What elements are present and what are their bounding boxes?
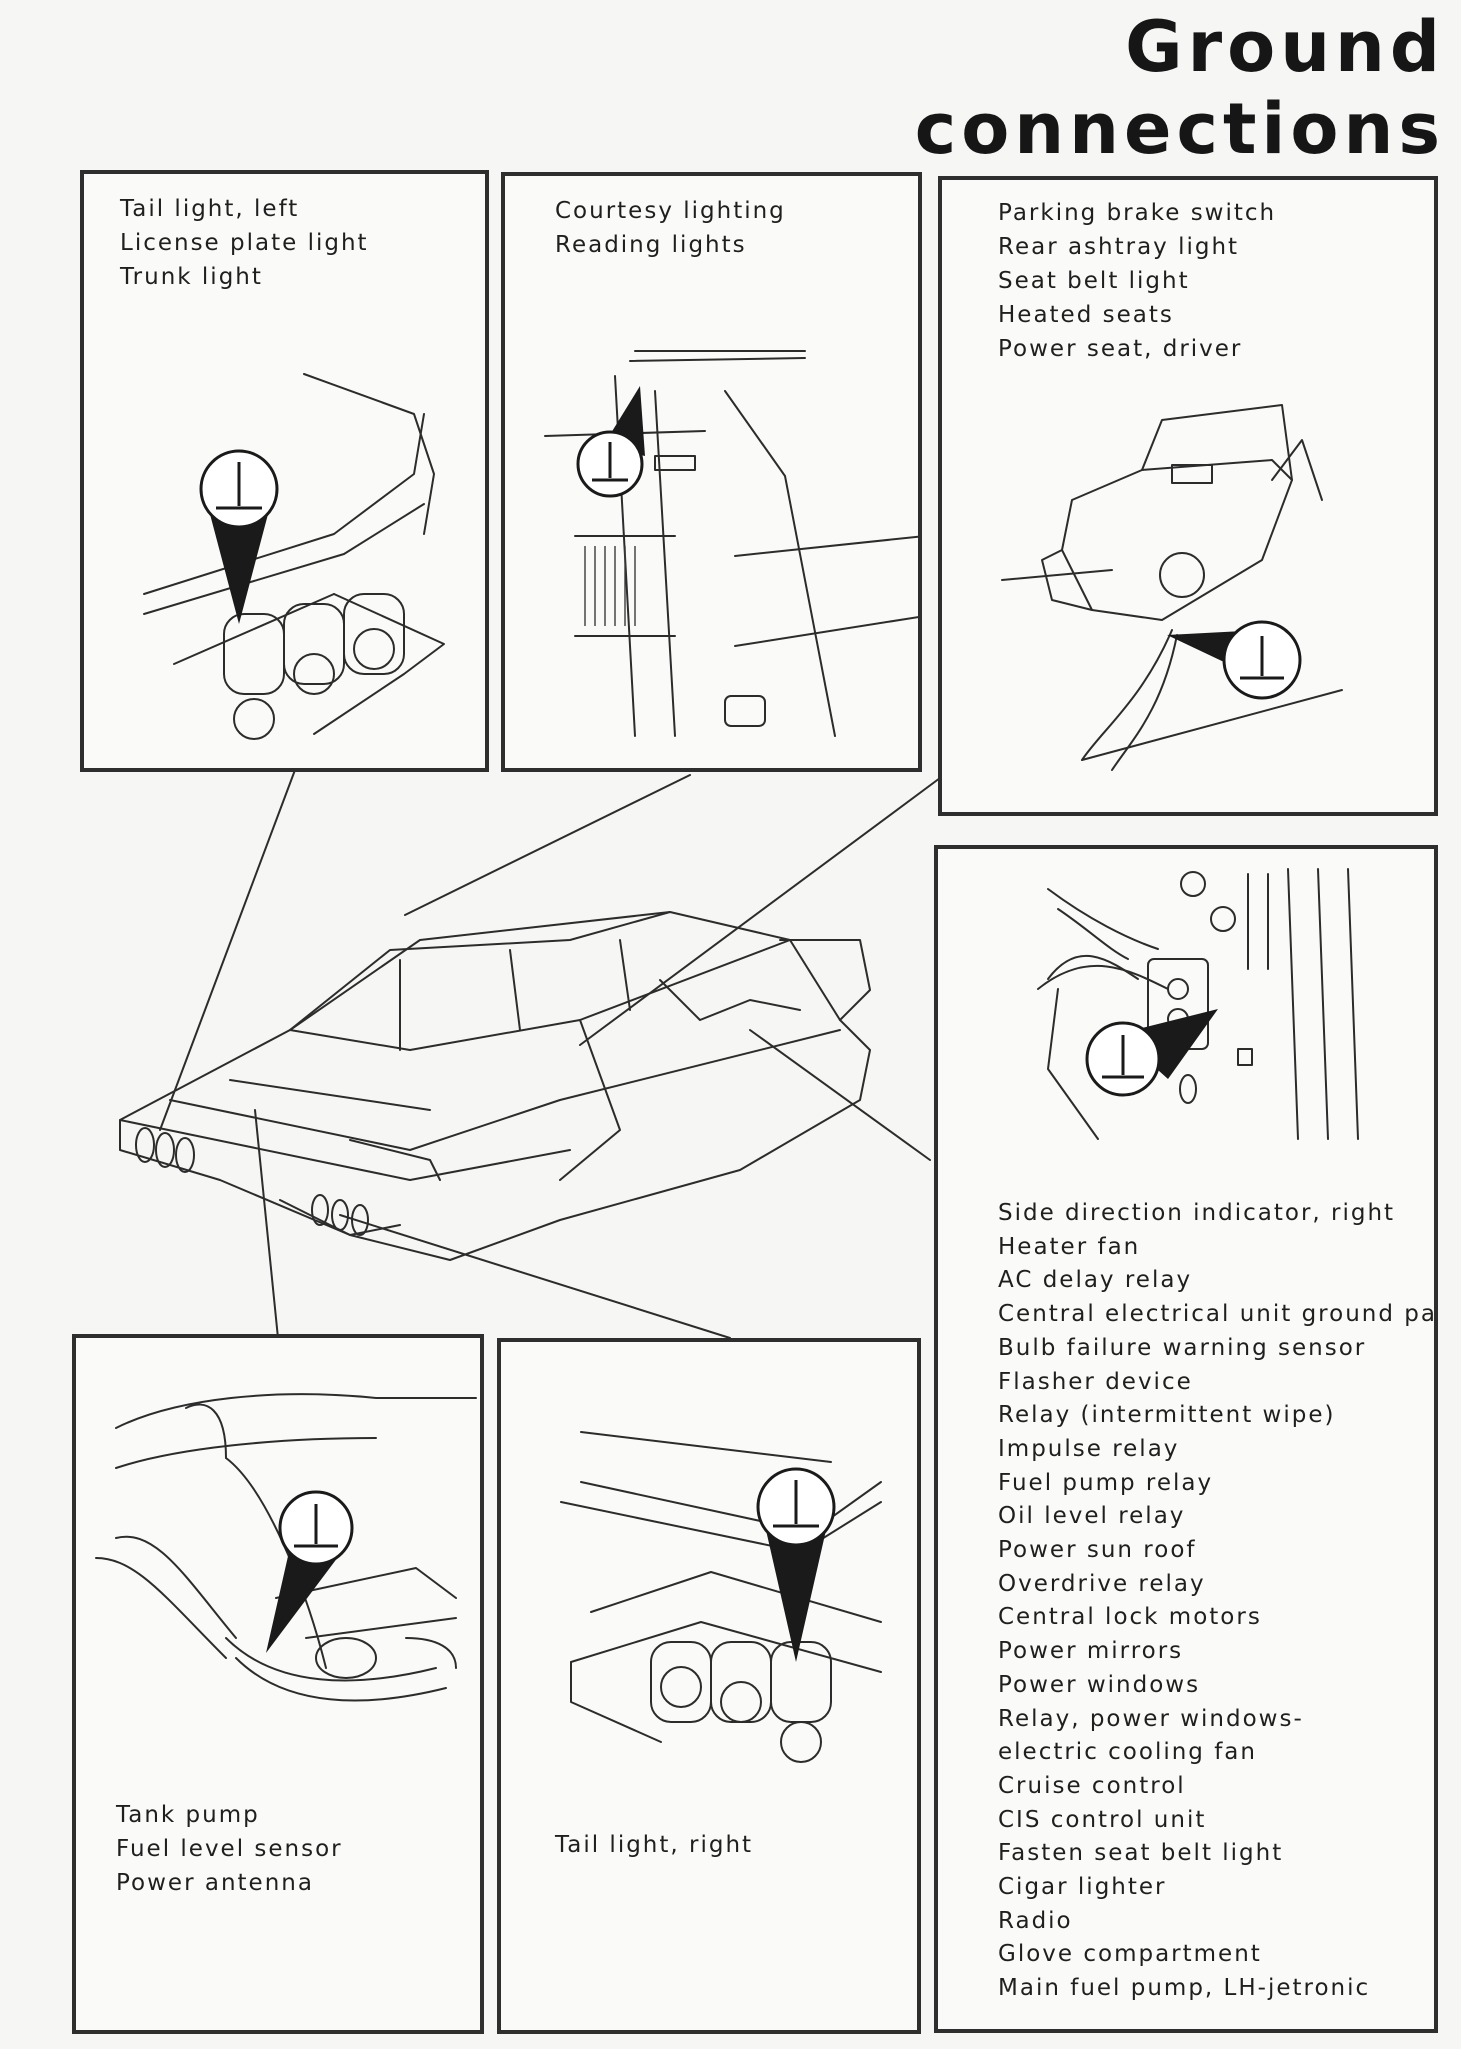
ground-symbol-icon (576, 386, 645, 498)
panel-tail-light-right: Tail light, right (497, 1338, 921, 2034)
panel-parking-brake-switch: Parking brake switch Rear ashtray light … (938, 176, 1438, 816)
label-item: Oil level relay (998, 1503, 1186, 1530)
tail-light-left-illustration (143, 373, 445, 740)
parking-brake-illustration (1001, 404, 1343, 771)
ground-symbol-icon (1085, 1009, 1218, 1097)
panel-top-right-labels: Parking brake switch Rear ashtray light … (998, 196, 1276, 366)
panel-tank-pump: Tank pump Fuel level sensor Power antenn… (72, 1334, 484, 2034)
label-item: Glove compartment (998, 1941, 1262, 1968)
panel-bottom-middle-labels: Tail light, right (555, 1828, 753, 1862)
car-body-diagram (119, 911, 871, 1261)
label-item: Tank pump (116, 1802, 260, 1828)
label-item: Power seat, driver (998, 336, 1243, 362)
label-item: Tail light, left (120, 196, 300, 222)
label-item: Flasher device (998, 1368, 1193, 1395)
label-item: Power sun roof (998, 1537, 1197, 1564)
label-item: Radio (998, 1907, 1073, 1934)
label-item: Reading lights (555, 232, 747, 258)
label-item: Central electrical unit ground panel (998, 1301, 1438, 1328)
label-item: Courtesy lighting (555, 198, 786, 224)
panel-bottom-left-labels: Tank pump Fuel level sensor Power antenn… (116, 1798, 343, 1900)
tail-light-right-illustration (560, 1431, 882, 1763)
label-item: Power antenna (116, 1870, 314, 1896)
page-title: Ground connections (914, 6, 1445, 170)
label-item: Main fuel pump, LH-jetronic (998, 1975, 1371, 2002)
label-item: electric cooling fan (998, 1739, 1257, 1766)
label-item: Cigar lighter (998, 1874, 1167, 1901)
ground-symbol-icon (266, 1490, 354, 1653)
label-item: CIS control unit (998, 1806, 1207, 1833)
label-item: Fasten seat belt light (998, 1840, 1284, 1867)
label-item: Overdrive relay (998, 1570, 1206, 1597)
label-item: Cruise control (998, 1772, 1186, 1799)
central-electrical-unit-illustration (1037, 868, 1359, 1140)
label-item: Tail light, right (555, 1832, 754, 1858)
courtesy-lighting-illustration (544, 350, 918, 737)
label-item: Trunk light (120, 264, 263, 290)
label-item: Rear ashtray light (998, 234, 1240, 260)
label-item: Relay, power windows- (998, 1705, 1304, 1732)
label-item: Seat belt light (998, 268, 1190, 294)
label-item: Fuel pump relay (998, 1469, 1214, 1496)
label-item: Bulb failure warning sensor (998, 1334, 1367, 1361)
label-item: Central lock motors (998, 1604, 1262, 1631)
ground-symbol-icon (199, 449, 279, 624)
panel-right-labels: Side direction indicator, right Heater f… (998, 1197, 1438, 2006)
label-item: Side direction indicator, right (998, 1200, 1396, 1226)
panel-central-electrical-unit: Side direction indicator, right Heater f… (934, 845, 1438, 2033)
label-item: Power mirrors (998, 1638, 1184, 1665)
label-item: Parking brake switch (998, 200, 1277, 226)
label-item: Impulse relay (998, 1435, 1180, 1462)
panel-tail-light-left: Tail light, left License plate light Tru… (80, 170, 489, 772)
ground-symbol-icon (1167, 620, 1302, 700)
label-item: Power windows (998, 1671, 1201, 1698)
panel-top-middle-labels: Courtesy lighting Reading lights (555, 194, 786, 262)
label-item: Fuel level sensor (116, 1836, 343, 1862)
ground-symbol-icon (756, 1467, 836, 1662)
label-item: Relay (intermittent wipe) (998, 1402, 1336, 1429)
panel-courtesy-lighting: Courtesy lighting Reading lights (501, 172, 922, 772)
label-item: Heated seats (998, 302, 1174, 328)
label-item: AC delay relay (998, 1267, 1193, 1294)
label-item: License plate light (120, 230, 369, 256)
panel-top-left-labels: Tail light, left License plate light Tru… (120, 192, 369, 294)
tank-pump-illustration (95, 1393, 477, 1702)
label-item: Heater fan (998, 1233, 1141, 1260)
